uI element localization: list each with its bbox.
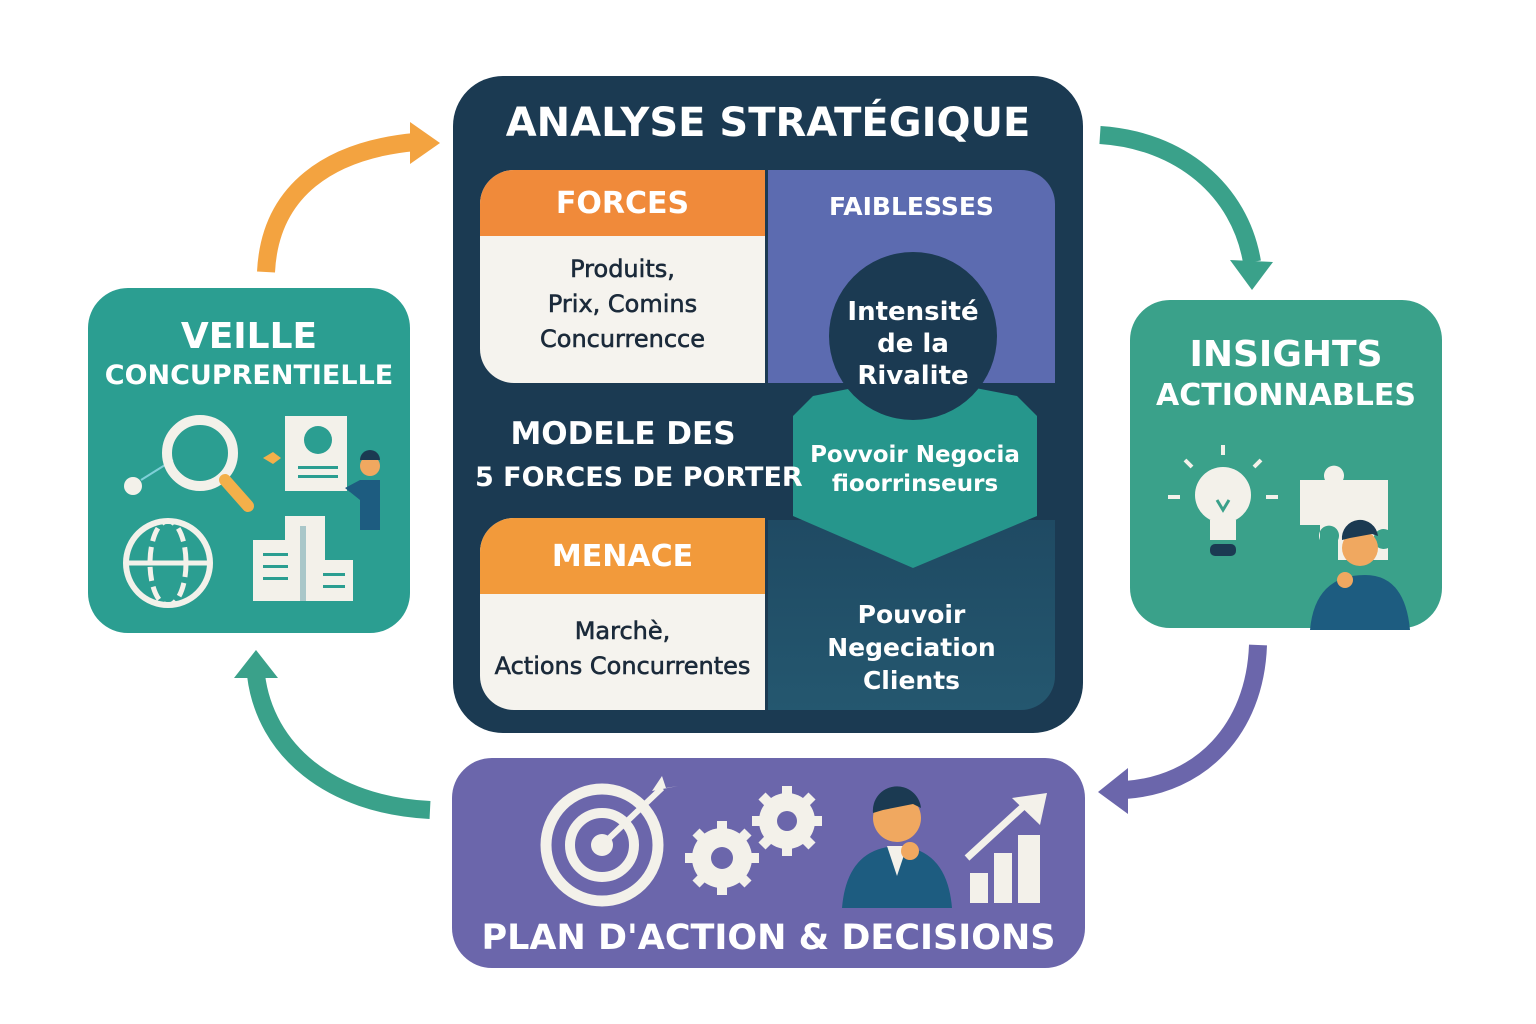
- faiblesses-header: FAIBLESSES: [829, 192, 994, 221]
- globe-icon: [123, 518, 213, 608]
- lightbulb-icon: [1168, 445, 1278, 556]
- veille-concurrentielle-box: VEILLE CONCUPRENTIELLE: [88, 288, 410, 633]
- target-icon: [540, 776, 678, 907]
- rivalite-line: Rivalite: [857, 361, 969, 391]
- insights-illustration: [1168, 445, 1410, 630]
- manager-person-icon: [842, 786, 952, 908]
- fournisseurs-line: fioorrinseurs: [831, 471, 999, 497]
- arrow-orange-to-analyse: [257, 122, 440, 273]
- growth-chart-icon: [964, 793, 1047, 903]
- magnifier-icon: [124, 415, 254, 512]
- clients-line: Pouvoir: [857, 600, 966, 629]
- insights-subtitle: ACTIONNABLES: [1156, 378, 1416, 413]
- insights-title: INSIGHTS: [1189, 334, 1383, 375]
- menace-card: MENACE Marchè, Actions Concurrentes: [480, 518, 765, 710]
- plan-title: PLAN D'ACTION & DECISIONS: [481, 918, 1056, 958]
- rivalite-line: de la: [877, 329, 949, 359]
- rivalite-line: Intensité: [847, 297, 979, 327]
- menace-line: Marchè,: [574, 617, 671, 646]
- forces-line: Produits,: [570, 255, 675, 284]
- menace-header: MENACE: [480, 518, 765, 594]
- document-icon: [285, 416, 347, 491]
- rivalite-circle: Intensité de la Rivalite: [829, 252, 997, 420]
- thinking-person-icon: [1310, 519, 1410, 630]
- veille-subtitle: CONCUPRENTIELLE: [104, 360, 394, 391]
- fournisseurs-line: Povvoir Negocia: [810, 442, 1020, 468]
- modele-subtitle: 5 FORCES DE PORTER: [475, 462, 803, 493]
- forces-line: Prix, Comins: [547, 290, 698, 319]
- person-icon: [345, 450, 380, 530]
- veille-title: VEILLE: [180, 316, 318, 357]
- buildings-icon: [253, 516, 353, 601]
- forces-line: Concurrencce: [540, 325, 706, 354]
- analyse-strategique-box: ANALYSE STRATÉGIQUE FORCES Produits, Pri…: [453, 76, 1083, 733]
- fournisseurs-hexagon: [793, 376, 1037, 568]
- analyse-title: ANALYSE STRATÉGIQUE: [505, 100, 1031, 146]
- arrow-teal-to-insights: [1099, 126, 1273, 290]
- gears-icon: [685, 786, 822, 895]
- plan-action-box: PLAN D'ACTION & DECISIONS: [452, 758, 1085, 968]
- veille-illustration: [123, 415, 380, 608]
- plan-illustration: [540, 776, 1047, 908]
- clients-line: Clients: [862, 666, 961, 695]
- insights-actionnables-box: INSIGHTS ACTIONNABLES: [1130, 300, 1442, 630]
- arrow-teal-to-veille: [234, 650, 431, 819]
- clients-line: Negeciation: [827, 633, 996, 662]
- menace-line: Actions Concurrentes: [494, 652, 751, 681]
- modele-title: MODELE DES: [510, 416, 736, 452]
- forces-card: FORCES Produits, Prix, Comins Concurrenc…: [480, 170, 765, 383]
- arrow-purple-to-plan: [1098, 644, 1267, 814]
- forces-header: FORCES: [480, 170, 765, 236]
